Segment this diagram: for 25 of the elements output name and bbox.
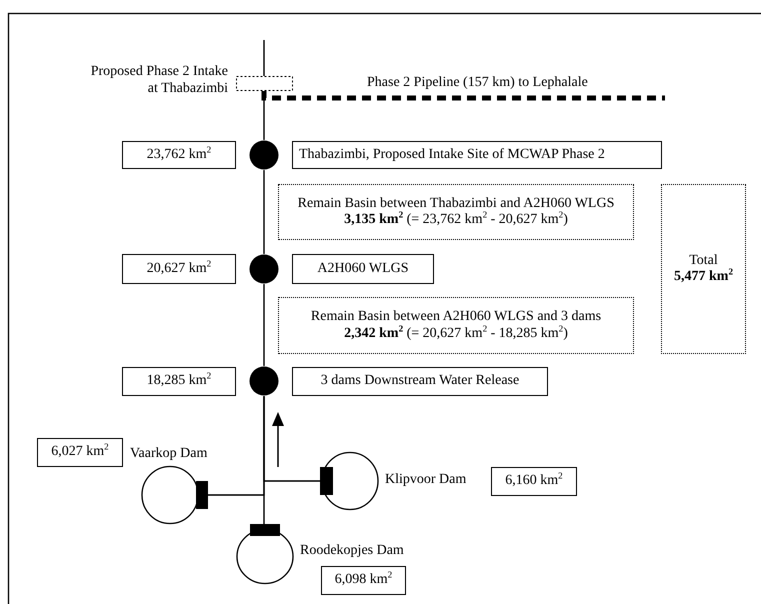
dam-label: Klipvoor Dam xyxy=(385,472,466,489)
station-box: A2H060 WLGS xyxy=(292,254,434,284)
area-box: 23,762 km$^{2}$ xyxy=(122,141,236,169)
basin-title: Remain Basin between A2H060 WLGS and 3 dams xyxy=(310,309,602,326)
dam-label: Vaarkop Dam xyxy=(130,446,208,463)
area-box: 6,027 km$^{2}$ xyxy=(37,438,123,467)
basin-title: Total xyxy=(689,252,718,269)
area-value: 2,342 km$^{2}$ (= 20,627 km$^{2}$ - 18,285 km$^{2}$) xyxy=(344,326,568,342)
area-box: 18,285 km$^{2}$ xyxy=(122,367,236,396)
river-line xyxy=(263,170,265,254)
station-box: 3 dams Downstream Water Release xyxy=(292,367,548,396)
area-box: 6,098 km$^{2}$ xyxy=(321,566,406,595)
area-value: 3,135 km$^{2}$ (= 23,762 km$^{2}$ - 20,627 km$^{2}$) xyxy=(344,212,568,228)
intake-label: Proposed Phase 2 Intake at Thabazimbi xyxy=(90,64,228,98)
pipeline-line xyxy=(262,91,665,100)
river-line xyxy=(263,284,265,366)
area-box: 20,627 km$^{2}$ xyxy=(122,254,236,284)
river-line xyxy=(263,396,265,524)
station-box: Thabazimbi, Proposed Intake Site of MCWAP Phase 2 xyxy=(292,141,662,169)
river-line xyxy=(263,40,265,76)
basin-title: Remain Basin between Thabazimbi and A2H060 WLGS xyxy=(298,196,614,212)
area-value: 5,477 km$^{2}$ xyxy=(674,269,733,286)
edge-label: Phase 2 Pipeline (157 km) to Lephalale xyxy=(365,75,590,90)
area-box: 6,160 km$^{2}$ xyxy=(491,467,577,496)
dam-label: Roodekopjes Dam xyxy=(300,543,404,560)
